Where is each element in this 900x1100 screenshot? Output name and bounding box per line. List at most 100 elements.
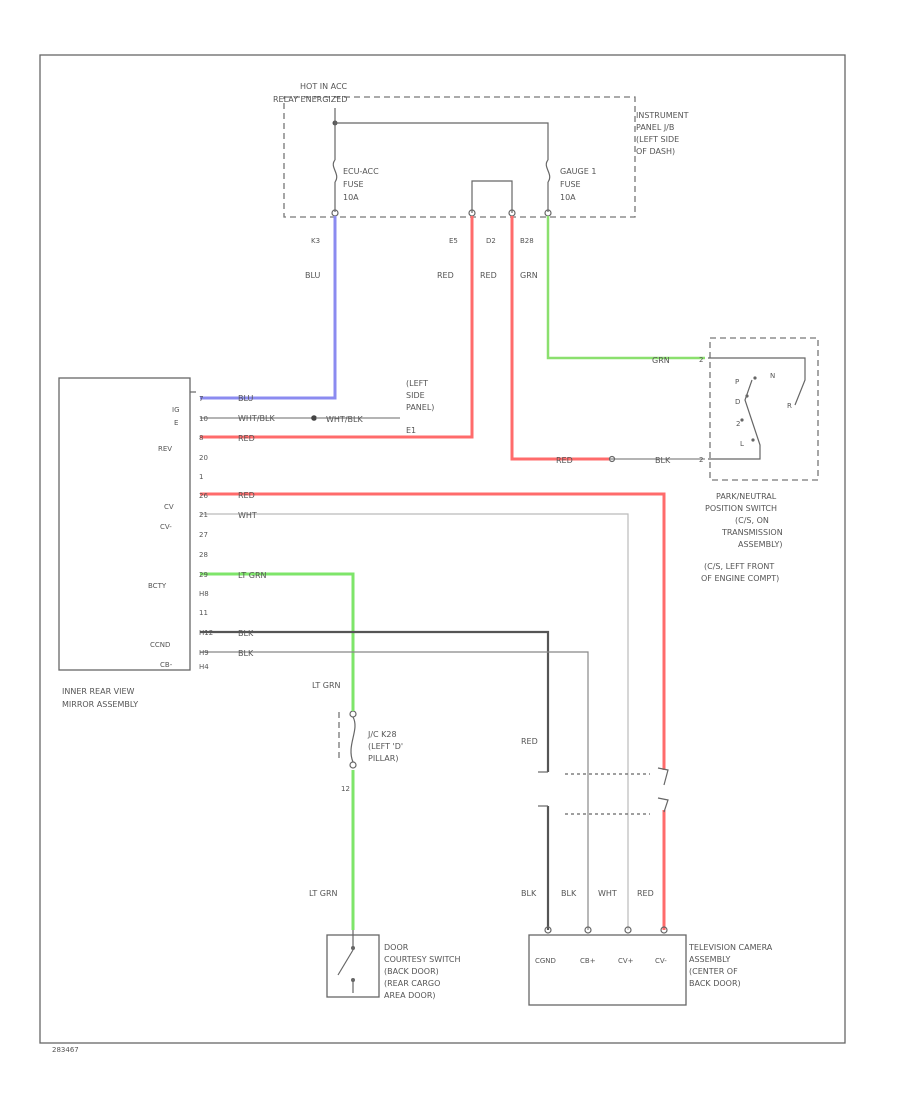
gauge-fuse-label-1: GAUGE 1 <box>560 167 596 176</box>
mirror-wire-blk-cb: BLK <box>238 649 254 658</box>
ground-wire-label: WHT/BLK <box>326 415 363 424</box>
pin-e5: E5 <box>449 237 458 245</box>
junction-connector-k28 <box>338 700 357 769</box>
park-switch-internals: P N D R 2 L <box>708 357 806 460</box>
jb-name-1: INSTRUMENT <box>636 111 689 120</box>
ecu-acc-fuse-label-3: 10A <box>343 193 359 202</box>
park-wire-red: RED <box>556 456 573 465</box>
pin-k3: K3 <box>311 237 320 245</box>
fuse-header-1: HOT IN ACC <box>300 82 348 91</box>
mirror-wire-lt-grn: LT GRN <box>238 571 267 580</box>
jc-name-3: PILLAR) <box>368 754 398 763</box>
park-wire-blk: BLK <box>655 456 671 465</box>
mirror-wire-red-rev: RED <box>238 434 255 443</box>
wire-blk-ccnd <box>200 630 550 772</box>
park-int-r: R <box>787 402 792 410</box>
fuse-header-2: RELAY ENERGIZED <box>273 95 347 104</box>
jb-name-4: OF DASH) <box>636 147 675 156</box>
pin-d2: D2 <box>486 237 496 245</box>
door-name-2: COURTESY SWITCH <box>384 955 461 964</box>
footer-code: 283467 <box>52 1046 79 1054</box>
wire-wht-cv <box>200 513 629 930</box>
mirror-wire-wht-blk: WHT/BLK <box>238 414 275 423</box>
camera-name-4: BACK DOOR) <box>689 979 741 988</box>
wire-blk-cb <box>200 651 589 930</box>
ground-text-3: PANEL) <box>406 403 434 412</box>
wire-color-grn-top: GRN <box>520 271 538 280</box>
gauge-fuse-label-3: 10A <box>560 193 576 202</box>
park-int-d: D <box>735 398 740 406</box>
park-name-3: (C/S, ON <box>735 516 769 525</box>
mirror-pin-3: 8 <box>199 434 203 442</box>
wire-color-blu-top: BLU <box>305 271 321 280</box>
mirror-pin-11: H8 <box>199 590 209 598</box>
ground-text-1: (LEFT <box>406 379 428 388</box>
park-int-2: 2 <box>736 420 740 428</box>
mirror-pin-4: 20 <box>199 454 208 462</box>
mirror-wire-wht-cv: WHT <box>238 511 257 520</box>
door-name-4: (REAR CARGO <box>384 979 440 988</box>
door-name-3: (BACK DOOR) <box>384 967 439 976</box>
mirror-label-cv-minus: CV- <box>160 523 172 531</box>
mirror-label-cb: CB- <box>160 661 173 669</box>
mirror-label-bcty: BCTY <box>148 582 167 590</box>
pin-b28: B28 <box>520 237 534 245</box>
gauge-1-fuse <box>544 159 552 217</box>
mirror-side-labels: IG E REV CV CV- BCTY CCND CB- <box>148 406 180 669</box>
wire-color-red-d2: RED <box>480 271 497 280</box>
camera-wire-wht: WHT <box>598 889 617 898</box>
mirror-pin-12: 11 <box>199 609 208 617</box>
mirror-pin-1: 7 <box>199 395 203 403</box>
camera-name-3: (CENTER OF <box>689 967 738 976</box>
ground-splice <box>311 415 317 421</box>
park-name-2: POSITION SWITCH <box>705 504 777 513</box>
camera-pin-cv-minus: CV- <box>655 957 667 965</box>
mirror-pin-10: 29 <box>199 571 208 579</box>
park-switch-name: PARK/NEUTRAL POSITION SWITCH (C/S, ON TR… <box>701 492 783 583</box>
door-switch-contact <box>337 930 355 993</box>
jc-pin: 12 <box>341 785 350 793</box>
mirror-pins: 7 10 8 20 1 26 21 27 28 29 H8 11 H12 H9 … <box>199 395 213 671</box>
mirror-pin-15: H4 <box>199 663 209 671</box>
mirror-name-1: INNER REAR VIEW <box>62 687 135 696</box>
camera-pin-circles <box>544 926 668 934</box>
television-camera-assembly <box>528 934 687 1006</box>
mirror-label-ig: IG <box>172 406 180 414</box>
mirror-label-rev: REV <box>158 445 172 453</box>
mirror-wire-red-cv: RED <box>238 491 255 500</box>
jc-name-2: (LEFT 'D' <box>368 742 403 751</box>
park-name-4: TRANSMISSION <box>721 528 783 537</box>
wire-ltgrn-bcty <box>200 572 355 700</box>
camera-pin-cb: CB+ <box>580 957 596 965</box>
jb-jumper <box>471 180 513 213</box>
inline-wire-red: RED <box>521 737 538 746</box>
park-int-n: N <box>770 372 775 380</box>
mirror-pin-5: 1 <box>199 473 203 481</box>
mirror-name-2: MIRROR ASSEMBLY <box>62 700 138 709</box>
jc-wire-top: LT GRN <box>312 681 341 690</box>
camera-pin-cv-plus: CV+ <box>618 957 634 965</box>
ecu-acc-fuse <box>331 159 339 217</box>
jc-wire-bottom: LT GRN <box>309 889 338 898</box>
wire-grn-park-switch <box>546 216 705 360</box>
mirror-pin-9: 28 <box>199 551 208 559</box>
mirror-wire-blu: BLU <box>238 394 254 403</box>
mirror-pin-8: 27 <box>199 531 208 539</box>
ecu-acc-fuse-label-1: ECU-ACC <box>343 167 379 176</box>
mirror-label-cv: CV <box>164 503 174 511</box>
ecu-acc-fuse-label-2: FUSE <box>343 180 364 189</box>
park-pin-bottom: 2 <box>699 456 703 464</box>
park-name-5: ASSEMBLY) <box>738 540 782 549</box>
wire-red-rev <box>200 216 474 439</box>
wire-blu-ig <box>200 216 337 400</box>
wire-red-cv <box>200 492 666 770</box>
ground-text-4: E1 <box>406 426 416 435</box>
mirror-pin-14: H9 <box>199 649 209 657</box>
mirror-pin-2: 10 <box>199 415 208 423</box>
park-name-7: OF ENGINE COMPT) <box>701 574 779 583</box>
mirror-label-e: E <box>174 419 178 427</box>
mirror-wire-blk-ccnd: BLK <box>238 629 254 638</box>
park-int-p: P <box>735 378 739 386</box>
instrument-panel-jb <box>283 96 636 218</box>
